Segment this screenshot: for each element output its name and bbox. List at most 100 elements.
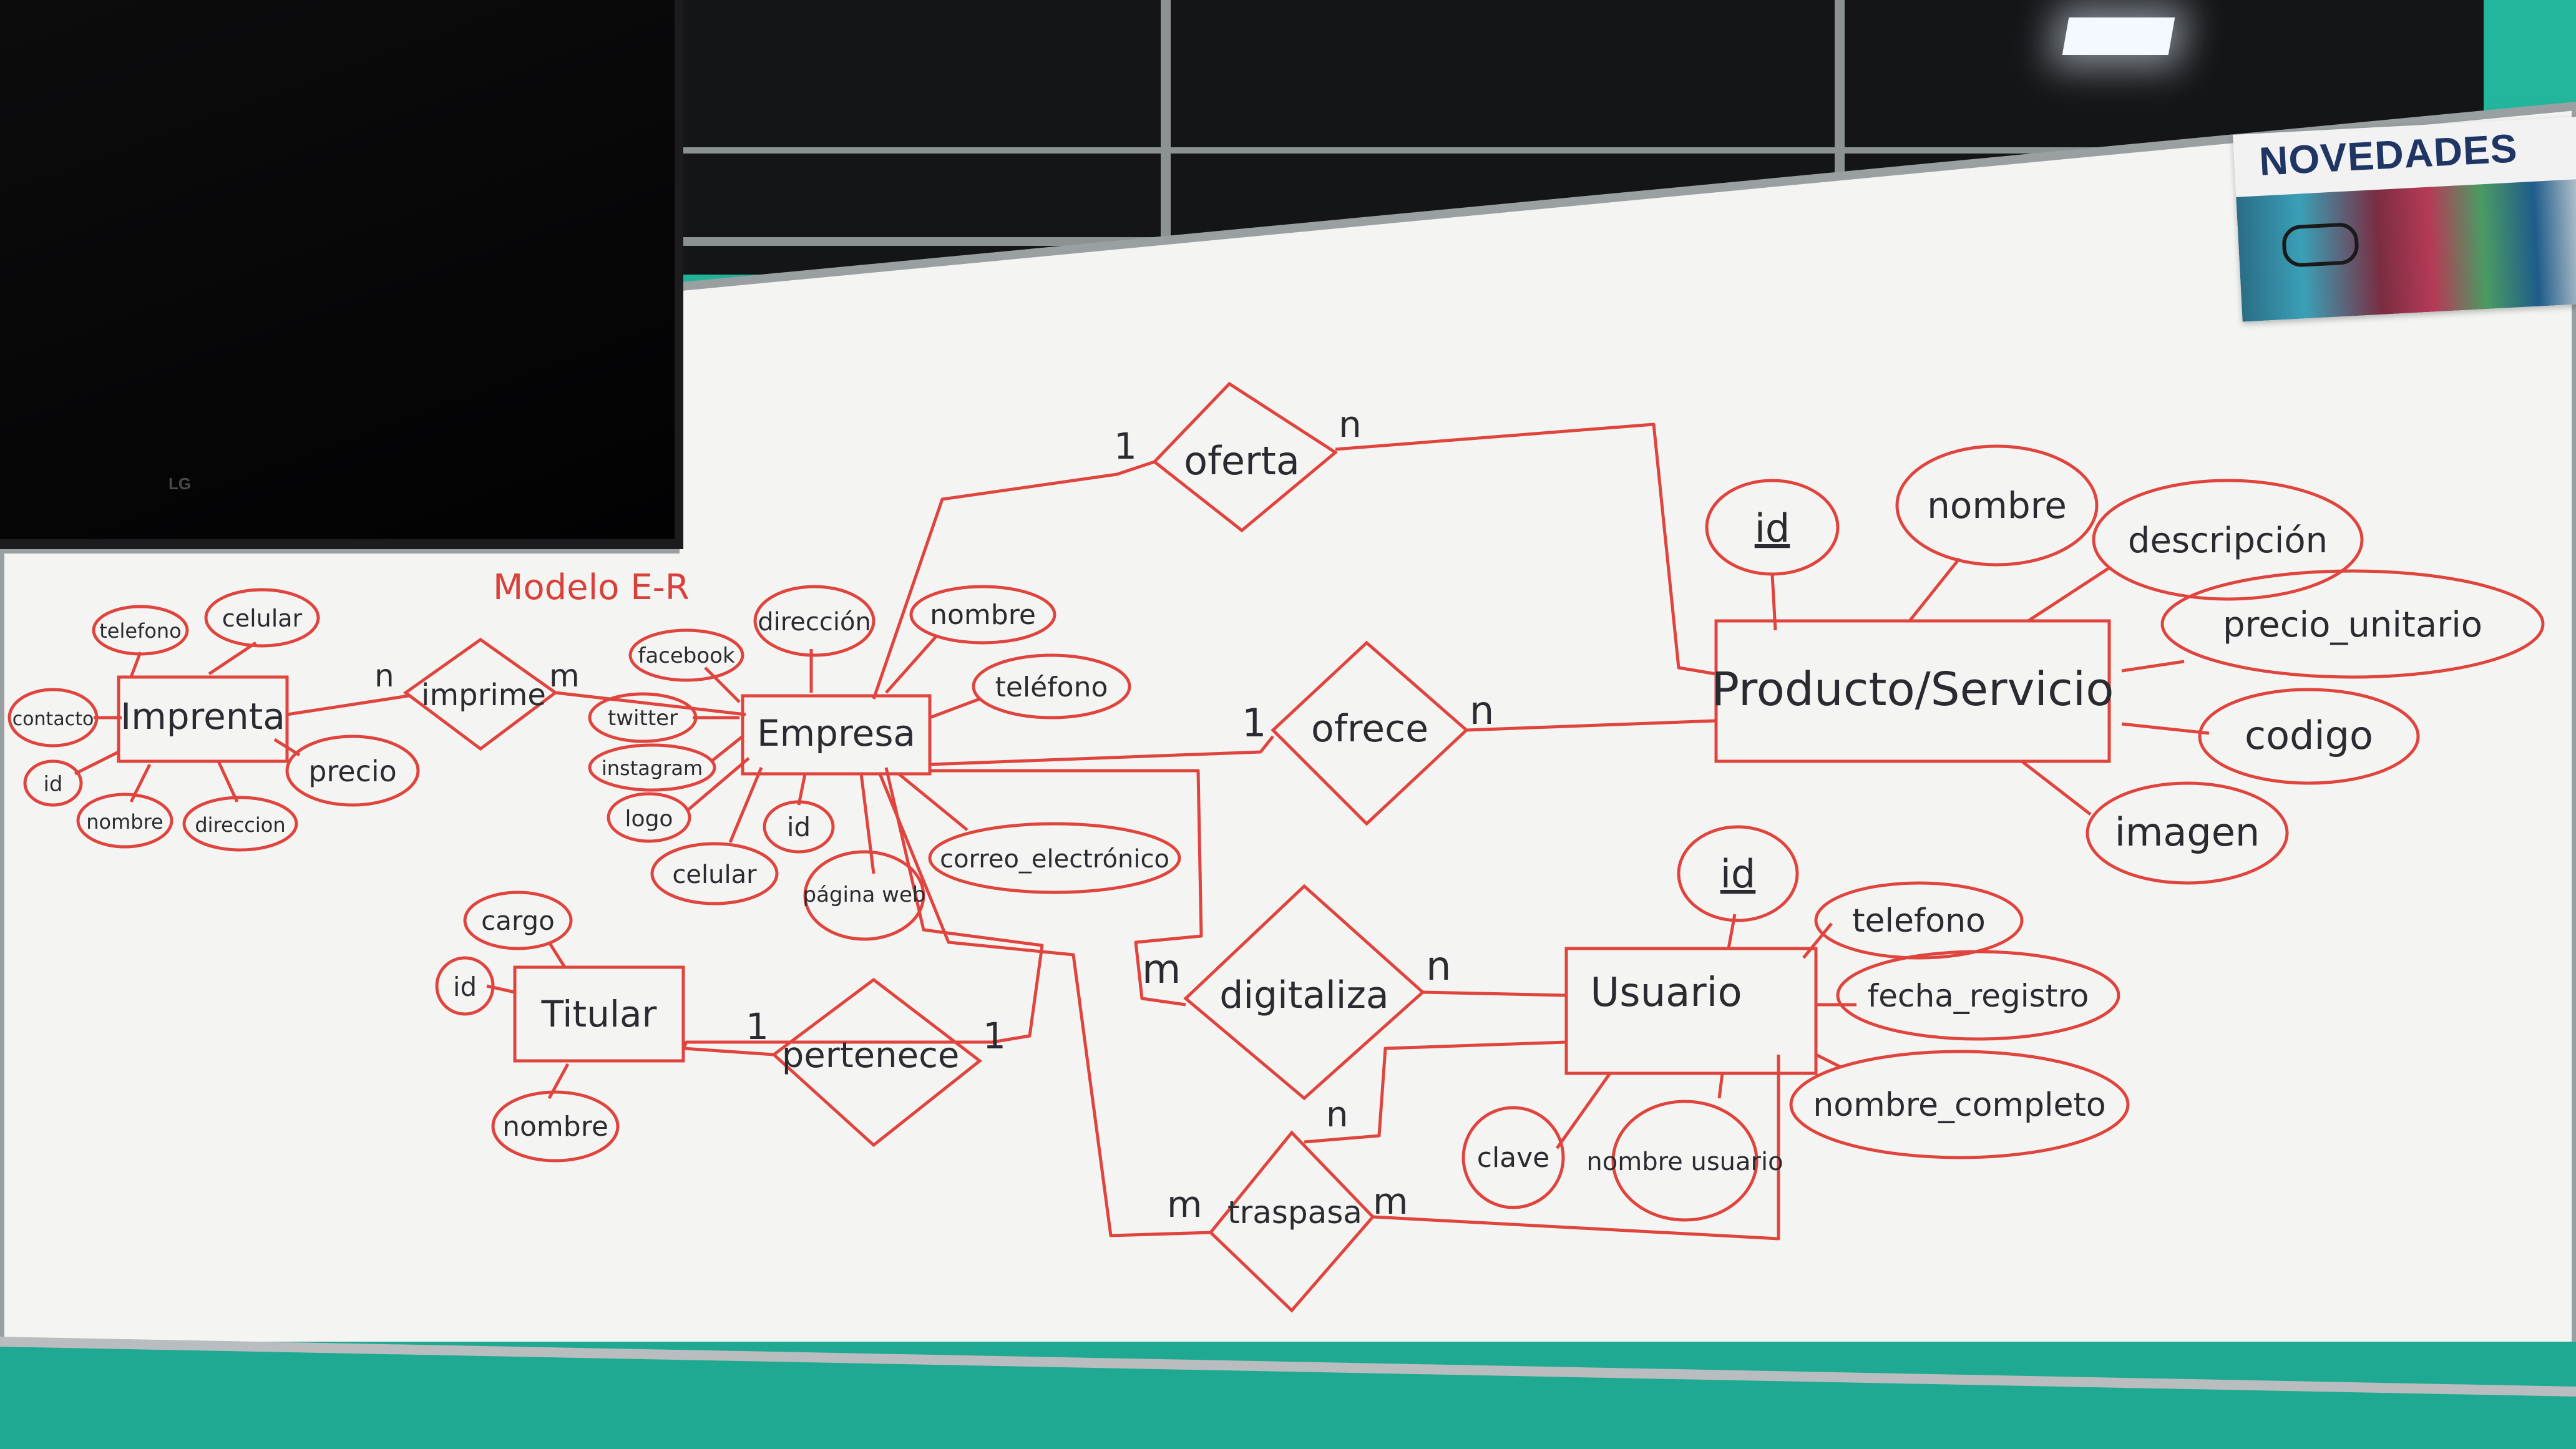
attribute-emp-id — [763, 800, 835, 854]
attribute-imp-telefono-label: telefono — [99, 619, 182, 643]
attribute-usr-fecha — [1836, 950, 2120, 1041]
attribute-emp-twitter-label: twitter — [608, 706, 678, 731]
attribute-usr-nombre-usuario — [1611, 1100, 1759, 1222]
edge-emp-pagina — [859, 773, 876, 874]
attribute-prod-id-label: id — [1755, 505, 1790, 551]
attribute-usr-telefono-label: telefono — [1852, 902, 1986, 940]
cardinality-traspasa-left: m — [1167, 1183, 1203, 1226]
relationship-pertenece-diamond — [771, 977, 983, 1148]
edge-empresa-traspasa — [878, 773, 1211, 1237]
edge-imp-telefono — [129, 651, 142, 678]
relationship-imprime-diamond — [402, 637, 559, 751]
edge-traspasa-usuario — [1372, 1055, 1780, 1241]
attribute-usr-id-label: id — [1720, 851, 1756, 897]
entity-empresa-label: Empresa — [757, 712, 915, 754]
attribute-imp-direccion — [182, 796, 298, 852]
attribute-emp-celular-label: celular — [672, 861, 757, 889]
relationship-traspasa-label: traspasa — [1227, 1194, 1362, 1231]
attribute-tit-nombre-label: nombre — [502, 1111, 608, 1143]
relationship-imprime: imprime — [402, 637, 559, 751]
entity-titular-box — [513, 965, 685, 1063]
edge-prod-codigo — [2121, 722, 2210, 735]
edge-oferta-producto — [1335, 422, 1717, 676]
attribute-usr-id — [1677, 825, 1799, 922]
relationship-ofrece: ofrece — [1271, 640, 1469, 826]
entity-empresa-box — [741, 694, 932, 776]
edge-usr-nombre-usuario — [1717, 1073, 1724, 1099]
relationship-oferta: oferta — [1152, 381, 1339, 533]
edge-emp-instagram — [710, 735, 744, 763]
attribute-emp-telefono-label: teléfono — [995, 671, 1108, 703]
attribute-prod-codigo-label: codigo — [2245, 713, 2373, 758]
edge-emp-logo — [685, 757, 750, 812]
attribute-tit-id-label: id — [453, 972, 477, 1002]
window-frame — [674, 147, 2484, 154]
relationship-digitaliza: digitaliza — [1183, 884, 1425, 1101]
attribute-tit-cargo-label: cargo — [481, 905, 555, 936]
attribute-emp-instagram-label: instagram — [602, 756, 703, 780]
edge-emp-telefono — [929, 697, 980, 720]
attribute-usr-telefono — [1814, 881, 2024, 960]
edge-tit-cargo — [547, 941, 567, 968]
edge-digitaliza-usuario — [1422, 990, 1567, 997]
attribute-usr-clave-label: clave — [1477, 1142, 1550, 1174]
attribute-imp-nombre — [76, 793, 173, 849]
relationship-traspasa: traspasa — [1208, 1130, 1375, 1313]
attribute-emp-direccion — [753, 585, 876, 657]
attribute-prod-descripcion — [2092, 479, 2364, 601]
attribute-imp-id-label: id — [43, 772, 62, 797]
attribute-prod-nombre — [1895, 444, 2099, 567]
attribute-emp-logo-label: logo — [625, 806, 673, 832]
attribute-emp-logo — [607, 792, 691, 843]
entity-usuario-box — [1564, 947, 1818, 1075]
cardinality-traspasa-right: m — [1373, 1180, 1408, 1222]
board-title: Modelo E-R — [493, 567, 690, 608]
board-tray — [0, 1337, 2576, 1397]
edge-usr-nombre-completo — [1815, 1053, 1842, 1069]
attribute-emp-pagina — [803, 850, 925, 941]
attribute-prod-nombre-label: nombre — [1927, 484, 2067, 527]
attribute-imp-precio-label: precio — [308, 754, 397, 788]
attribute-prod-precio-label: precio_unitario — [2223, 605, 2482, 645]
edge-usuario-traspasa — [1304, 1040, 1567, 1144]
cardinalities: n m 1 n 1 n 1 1 m n n m m — [374, 403, 1494, 1226]
entity-producto: Producto/Servicio — [1712, 619, 2114, 763]
attribute-imp-celular — [204, 588, 320, 648]
tv-logo: LG — [168, 474, 192, 493]
attribute-imp-contacto — [7, 688, 99, 748]
attribute-imp-telefono — [92, 605, 189, 656]
attribute-prod-precio — [2160, 569, 2545, 679]
attribute-prod-imagen — [2086, 781, 2289, 885]
cardinality-ofrece-left: 1 — [1242, 700, 1266, 746]
edge-imp-direccion — [217, 760, 239, 803]
television: LG — [0, 0, 683, 549]
attribute-tit-cargo — [463, 890, 573, 950]
attribute-emp-id-label: id — [787, 812, 811, 842]
relationship-pertenece-label: pertenece — [782, 1035, 960, 1076]
attribute-prod-descripcion-label: descripción — [2128, 520, 2328, 561]
attribute-emp-nombre — [909, 585, 1056, 645]
edge-prod-imagen — [2021, 760, 2092, 816]
entity-titular: Titular — [513, 965, 685, 1063]
attribute-usr-nombre-usuario-label: nombre usuario — [1586, 1148, 1783, 1176]
edge-empresa-oferta — [872, 460, 1155, 700]
glasses-icon — [2281, 222, 2360, 268]
entity-imprenta-box — [117, 675, 289, 763]
edge-prod-precio — [2121, 660, 2185, 673]
board-surface — [0, 101, 2576, 1449]
relationship-digitaliza-diamond — [1183, 884, 1425, 1101]
attribute-emp-correo — [928, 822, 1181, 894]
attribute-emp-nombre-label: nombre — [930, 599, 1036, 631]
relationship-imprime-label: imprime — [421, 678, 546, 713]
edge-titular-pertenece — [683, 1046, 774, 1056]
attribute-imp-celular-label: celular — [222, 605, 303, 632]
edge-imp-celular — [208, 641, 257, 676]
attribute-emp-correo-label: correo_electrónico — [940, 845, 1169, 874]
cardinality-pertenece-left: 1 — [746, 1005, 769, 1048]
entity-imprenta: Imprenta — [117, 675, 289, 763]
window-frame — [1161, 0, 1171, 262]
cardinality-imprime-left: n — [374, 658, 394, 694]
entity-producto-label: Producto/Servicio — [1712, 663, 2114, 716]
